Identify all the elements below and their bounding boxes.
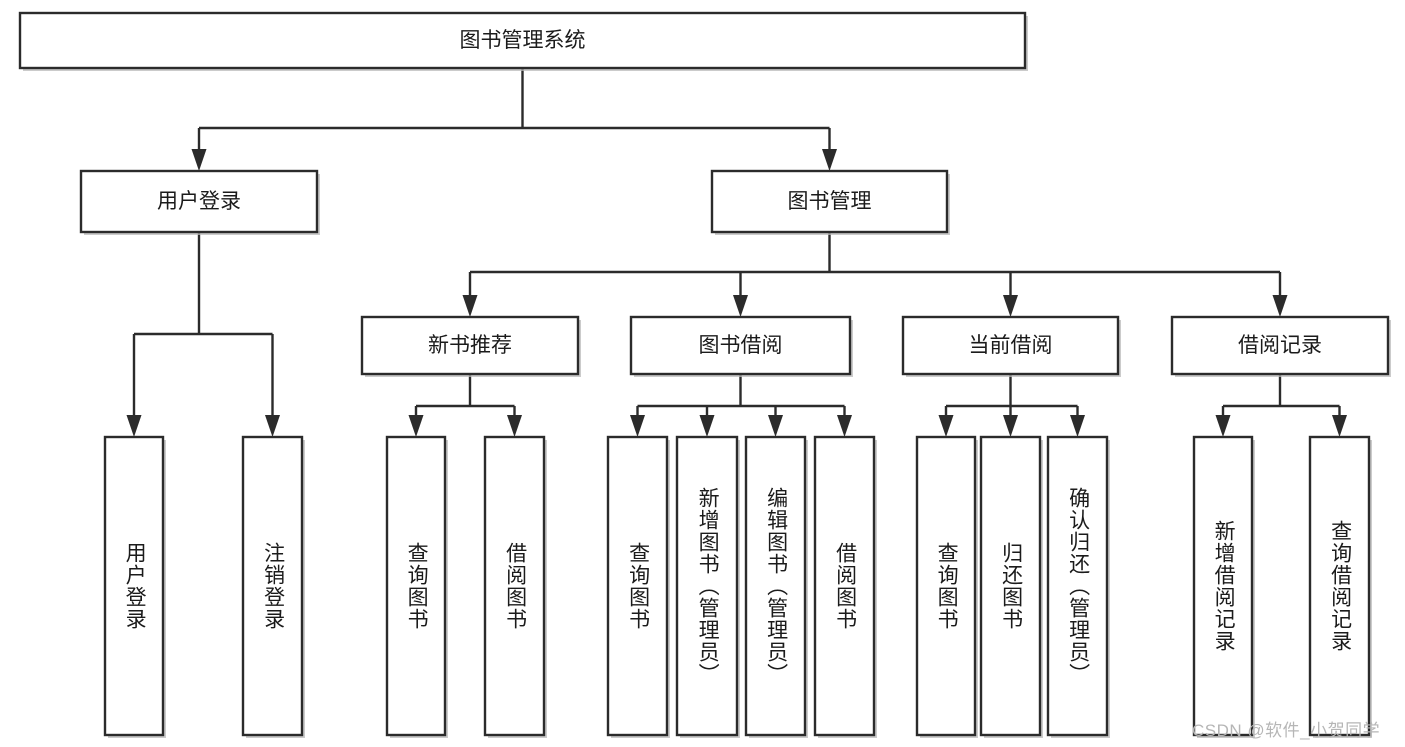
node-leaf-user-login[interactable]: [103, 435, 165, 737]
node-leaf-add-book[interactable]: [675, 435, 739, 737]
node-borrow-record-label: 借阅记录: [1238, 334, 1322, 357]
node-leaf-query-record[interactable]: [1308, 435, 1371, 737]
book-manage-to-current-borrow-arrowhead: [1003, 295, 1018, 317]
node-leaf-query-book-cur[interactable]: [915, 435, 977, 737]
node-leaf-borrow-book[interactable]: [813, 435, 876, 737]
book-manage-to-new-book-recommend-arrowhead: [462, 295, 478, 317]
node-current-borrow[interactable]: [901, 315, 1120, 376]
node-leaf-edit-book[interactable]: [744, 435, 807, 737]
book-borrow-to-leaf-borrow-book-arrowhead: [837, 415, 852, 437]
node-leaf-add-record[interactable]: [1192, 435, 1254, 737]
new-book-recommend-to-leaf-borrow-book-rec-arrowhead: [507, 415, 522, 437]
node-root-system-label: 图书管理系统: [460, 29, 586, 52]
node-leaf-borrow-book-rec[interactable]: [483, 435, 546, 737]
user-login-to-leaf-logout-arrowhead: [265, 415, 280, 437]
node-leaf-return-book[interactable]: [979, 435, 1042, 737]
node-leaf-confirm-return[interactable]: [1046, 435, 1109, 737]
node-leaf-logout[interactable]: [241, 435, 304, 737]
current-borrow-to-leaf-return-book-arrowhead: [1003, 415, 1018, 437]
book-manage-to-book-borrow-arrowhead: [733, 295, 748, 317]
borrow-record-to-leaf-add-record-arrowhead: [1215, 415, 1231, 437]
node-book-borrow[interactable]: [629, 315, 852, 376]
current-borrow-to-leaf-query-book-cur-arrowhead: [938, 415, 954, 437]
book-manage-to-borrow-record-arrowhead: [1272, 295, 1288, 317]
new-book-recommend-to-leaf-query-book-rec-arrowhead: [408, 415, 424, 437]
node-current-borrow-label: 当前借阅: [969, 334, 1053, 357]
node-root-system[interactable]: [18, 11, 1027, 70]
node-new-book-recommend[interactable]: [360, 315, 580, 376]
borrow-record-to-leaf-query-record-arrowhead: [1332, 415, 1347, 437]
book-borrow-to-leaf-add-book-arrowhead: [699, 415, 715, 437]
book-borrow-to-leaf-edit-book-arrowhead: [768, 415, 783, 437]
root-to-user-login-arrowhead: [191, 149, 207, 171]
user-login-to-leaf-user-login-arrowhead: [126, 415, 142, 437]
node-new-book-recommend-label: 新书推荐: [428, 334, 512, 357]
node-user-login[interactable]: [79, 169, 319, 234]
current-borrow-to-leaf-confirm-return-arrowhead: [1070, 415, 1085, 437]
node-leaf-query-book-borrow[interactable]: [606, 435, 669, 737]
node-leaf-query-book-rec[interactable]: [385, 435, 447, 737]
node-book-manage-label: 图书管理: [788, 190, 872, 213]
box-layer: [18, 11, 1391, 738]
book-borrow-to-leaf-query-book-borrow-arrowhead: [630, 415, 645, 437]
csdn-watermark: CSDN @软件_小贺同学: [1192, 721, 1381, 740]
node-borrow-record[interactable]: [1170, 315, 1390, 376]
node-book-borrow-label: 图书借阅: [699, 334, 783, 357]
node-user-login-label: 用户登录: [157, 190, 241, 213]
root-to-book-manage-arrowhead: [822, 149, 837, 171]
node-book-manage[interactable]: [710, 169, 949, 234]
connector-layer: [126, 68, 1347, 437]
